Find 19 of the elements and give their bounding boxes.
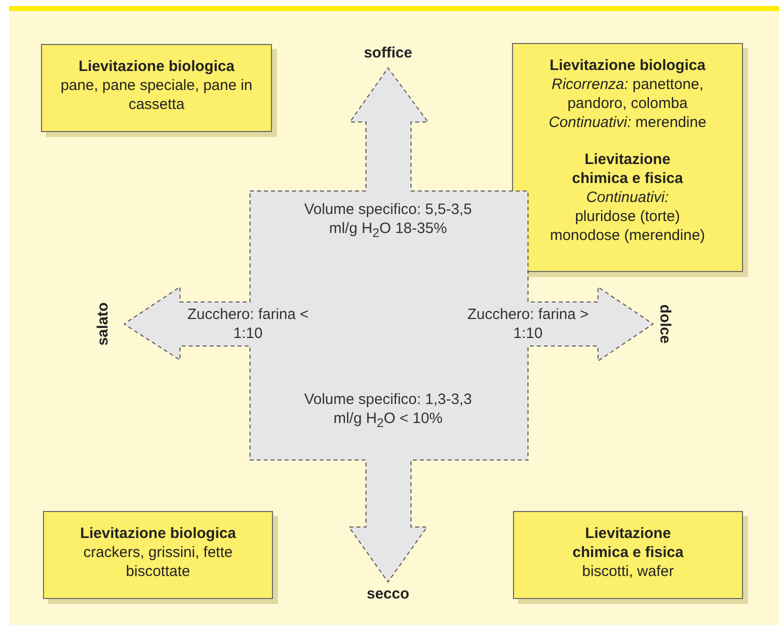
box-heading: Lievitazione biologica	[78, 57, 236, 76]
arrow-text: Zucchero: farina < 1:10	[186, 305, 310, 343]
box-heading: Lievitazione chimica e fisica	[571, 150, 684, 188]
box-heading: Lievitazione biologica	[548, 56, 706, 75]
axis-label: salato	[94, 302, 112, 346]
box-text: Continuativi:	[585, 188, 670, 207]
box-text: crackers, grissini, fette biscottate	[82, 543, 234, 581]
arrow-text: Volume specifico: 5,5-3,5 ml/g H$_{2}$O 18-35%	[303, 200, 473, 242]
axis-label: secco	[366, 586, 410, 602]
box-text: monodose (merendine)	[548, 226, 706, 245]
box-text: biscotti, wafer	[581, 562, 675, 581]
arrow-text: Zucchero: farina > 1:10	[466, 305, 590, 343]
axis-label: dolce	[656, 304, 674, 344]
box-heading: Lievitazione biologica	[79, 524, 237, 543]
box-text: Continuativi: merendine	[548, 113, 708, 132]
box-text: pluridose (torte)	[574, 207, 682, 226]
box-text: pane, pane speciale, pane in cassetta	[60, 76, 254, 114]
axis-label: soffice	[364, 44, 412, 62]
arrow-text: Volume specifico: 1,3-3,3 ml/g H$_{2}$O < 10%	[303, 390, 473, 432]
